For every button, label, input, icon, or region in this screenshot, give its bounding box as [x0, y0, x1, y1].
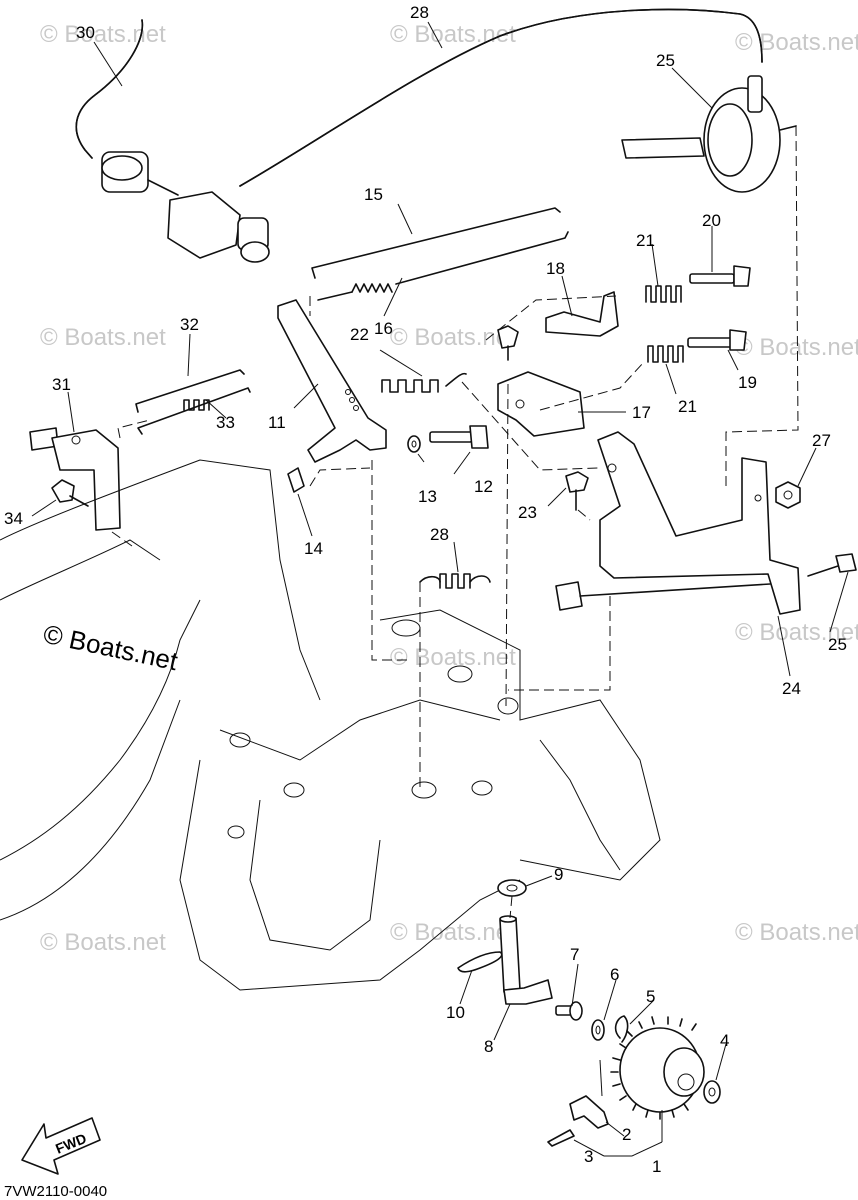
callout-32: 32 [180, 315, 199, 334]
dashed-guide-lines [111, 125, 799, 919]
callout-4: 4 [720, 1031, 729, 1050]
part-11-lever [277, 299, 387, 463]
callout-22: 22 [350, 325, 369, 344]
callout-27: 27 [812, 431, 831, 450]
figure-code: 7VW2110-0040 [4, 1183, 107, 1200]
callout-10: 10 [446, 1003, 465, 1022]
part-30-hose-filter [75, 19, 270, 263]
callout-12: 12 [474, 477, 493, 496]
callout-23: 23 [518, 503, 537, 522]
part-31-bracket [29, 427, 121, 531]
leader-lines [31, 21, 849, 1157]
part-2-plate [569, 1095, 609, 1129]
watermark: © Boats.net [735, 29, 858, 56]
watermark: © Boats.net [40, 324, 166, 351]
part-33-spring [183, 399, 210, 411]
callout-26: 25 [656, 51, 675, 70]
part-13-washer [407, 435, 421, 453]
part-34-bolt [51, 479, 89, 507]
callout-34: 34 [4, 509, 23, 528]
watermark-main: © Boats.net [41, 619, 181, 677]
part-15-rod [311, 207, 561, 279]
watermark: © Boats.net [390, 644, 516, 671]
callout-9: 9 [554, 865, 563, 884]
part-7-pin [555, 1001, 583, 1021]
part-28-spring [419, 573, 491, 589]
part-14-nut [287, 467, 305, 493]
part-16-spring-rod [317, 231, 569, 301]
part-24-bracket [555, 431, 801, 615]
callout-19: 19 [738, 373, 757, 392]
callout-14: 14 [304, 539, 323, 558]
part-21b-spring [647, 345, 684, 363]
callout-30: 30 [76, 23, 95, 42]
callout-5: 5 [646, 987, 655, 1006]
part-18-bracket [545, 291, 619, 337]
watermark: © Boats.net [735, 334, 858, 361]
part-12-bolt [429, 425, 489, 449]
watermark: © Boats.net [390, 919, 516, 946]
part-26-actuator [621, 75, 797, 193]
callout-33: 33 [216, 413, 235, 432]
callout-8: 8 [484, 1037, 493, 1056]
part-10-clip [457, 951, 503, 973]
callout-3: 3 [584, 1147, 593, 1166]
callout-20: 20 [702, 211, 721, 230]
callout-18: 18 [546, 259, 565, 278]
part-22-spring [381, 372, 467, 393]
callout-7: 7 [570, 945, 579, 964]
callout-29: 28 [410, 3, 429, 22]
callouts: 30 28 25 15 16 11 22 12 13 14 18 21 20 1… [4, 3, 847, 1176]
callout-24: 24 [782, 679, 801, 698]
callout-31: 31 [52, 375, 71, 394]
part-21a-spring [645, 285, 682, 303]
part-17-bracket [497, 371, 585, 437]
callout-15: 15 [364, 185, 383, 204]
callout-6: 6 [610, 965, 619, 984]
callout-1: 1 [652, 1157, 661, 1176]
part-3-pin [547, 1129, 575, 1147]
part-8-shaft [499, 915, 553, 1005]
callout-25: 25 [828, 635, 847, 654]
part-25-bolt [807, 553, 857, 577]
callout-21b: 21 [678, 397, 697, 416]
fwd-arrow: FWD [21, 1117, 101, 1175]
part-20-bolt [689, 265, 751, 287]
watermark: © Boats.net [40, 929, 166, 956]
callout-11: 11 [268, 413, 286, 432]
watermark: © Boats.net [735, 619, 858, 646]
part-19-bolt [687, 329, 747, 351]
watermarks: © Boats.net © Boats.net © Boats.net © Bo… [40, 21, 858, 956]
callout-13: 13 [418, 487, 437, 506]
watermark: © Boats.net [40, 21, 166, 48]
part-1-gear [610, 1016, 705, 1120]
part-32-rod [135, 369, 251, 435]
part-9-washer [497, 879, 527, 897]
watermark: © Boats.net [390, 21, 516, 48]
part-4-washer [703, 1080, 721, 1104]
callout-16: 16 [374, 319, 393, 338]
part-6-washer [591, 1019, 605, 1041]
callout-17: 17 [632, 403, 651, 422]
part-23-screw [497, 325, 589, 511]
part-5-clip [614, 1015, 629, 1043]
callout-2: 2 [622, 1125, 631, 1144]
engine-block [0, 459, 661, 991]
watermark: © Boats.net [735, 919, 858, 946]
callout-28: 28 [430, 525, 449, 544]
callout-21a: 21 [636, 231, 655, 250]
part-29-hose [239, 8, 763, 187]
part-27-nut [775, 481, 801, 509]
watermark: © Boats.net [390, 324, 516, 351]
